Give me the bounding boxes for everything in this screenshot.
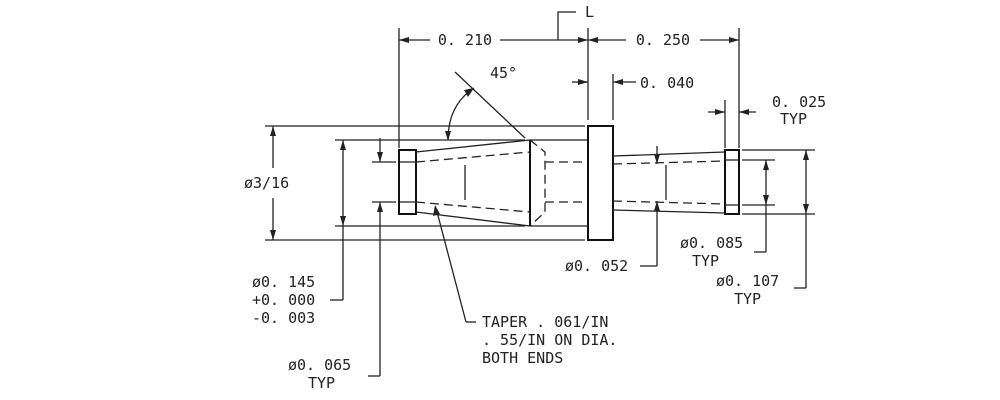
dim-left-length: 0. 210	[438, 31, 492, 49]
left-dimensions: ø3/16 ø0. 145 +0. 000 -0. 003 ø0. 065 TY…	[244, 125, 585, 392]
dim-end-flange-typ: TYP	[780, 110, 807, 128]
dim-dia-107: ø0. 107	[716, 272, 779, 290]
length-ref-label: L	[585, 3, 594, 21]
taper-note-line2: . 55/IN ON DIA.	[482, 331, 617, 349]
dim-chamfer-angle: 45°	[490, 64, 517, 82]
taper-note: TAPER . 061/IN . 55/IN ON DIA. BOTH ENDS	[433, 205, 617, 367]
dim-dia-145-tol-minus: -0. 003	[252, 309, 315, 327]
taper-note-line1: TAPER . 061/IN	[482, 313, 608, 331]
dim-dia-065-typ: TYP	[308, 374, 335, 392]
center-flange	[587, 125, 614, 241]
dim-dia-065: ø0. 065	[288, 356, 351, 374]
dim-dia-052: ø0. 052	[565, 257, 628, 275]
dim-dia-085: ø0. 085	[680, 234, 743, 252]
dim-end-flange: 0. 025	[772, 93, 826, 111]
part-outline	[398, 125, 740, 241]
left-end-flange	[398, 149, 417, 215]
taper-note-line3: BOTH ENDS	[482, 349, 563, 367]
right-dimensions: ø0. 052 ø0. 085 TYP ø0. 107 TYP	[565, 146, 815, 308]
dim-dia-145: ø0. 145	[252, 273, 315, 291]
dim-right-length: 0. 250	[636, 31, 690, 49]
dim-dia-085-typ: TYP	[692, 252, 719, 270]
right-end-flange	[724, 149, 740, 215]
dim-dia-107-typ: TYP	[734, 290, 761, 308]
top-dimensions: 0. 210 0. 250 L 0. 040 0. 025 TYP 45°	[398, 3, 826, 148]
dim-dia-145-tol-plus: +0. 000	[252, 291, 315, 309]
dim-dia-316: ø3/16	[244, 174, 289, 192]
dim-flange-thickness: 0. 040	[640, 74, 694, 92]
